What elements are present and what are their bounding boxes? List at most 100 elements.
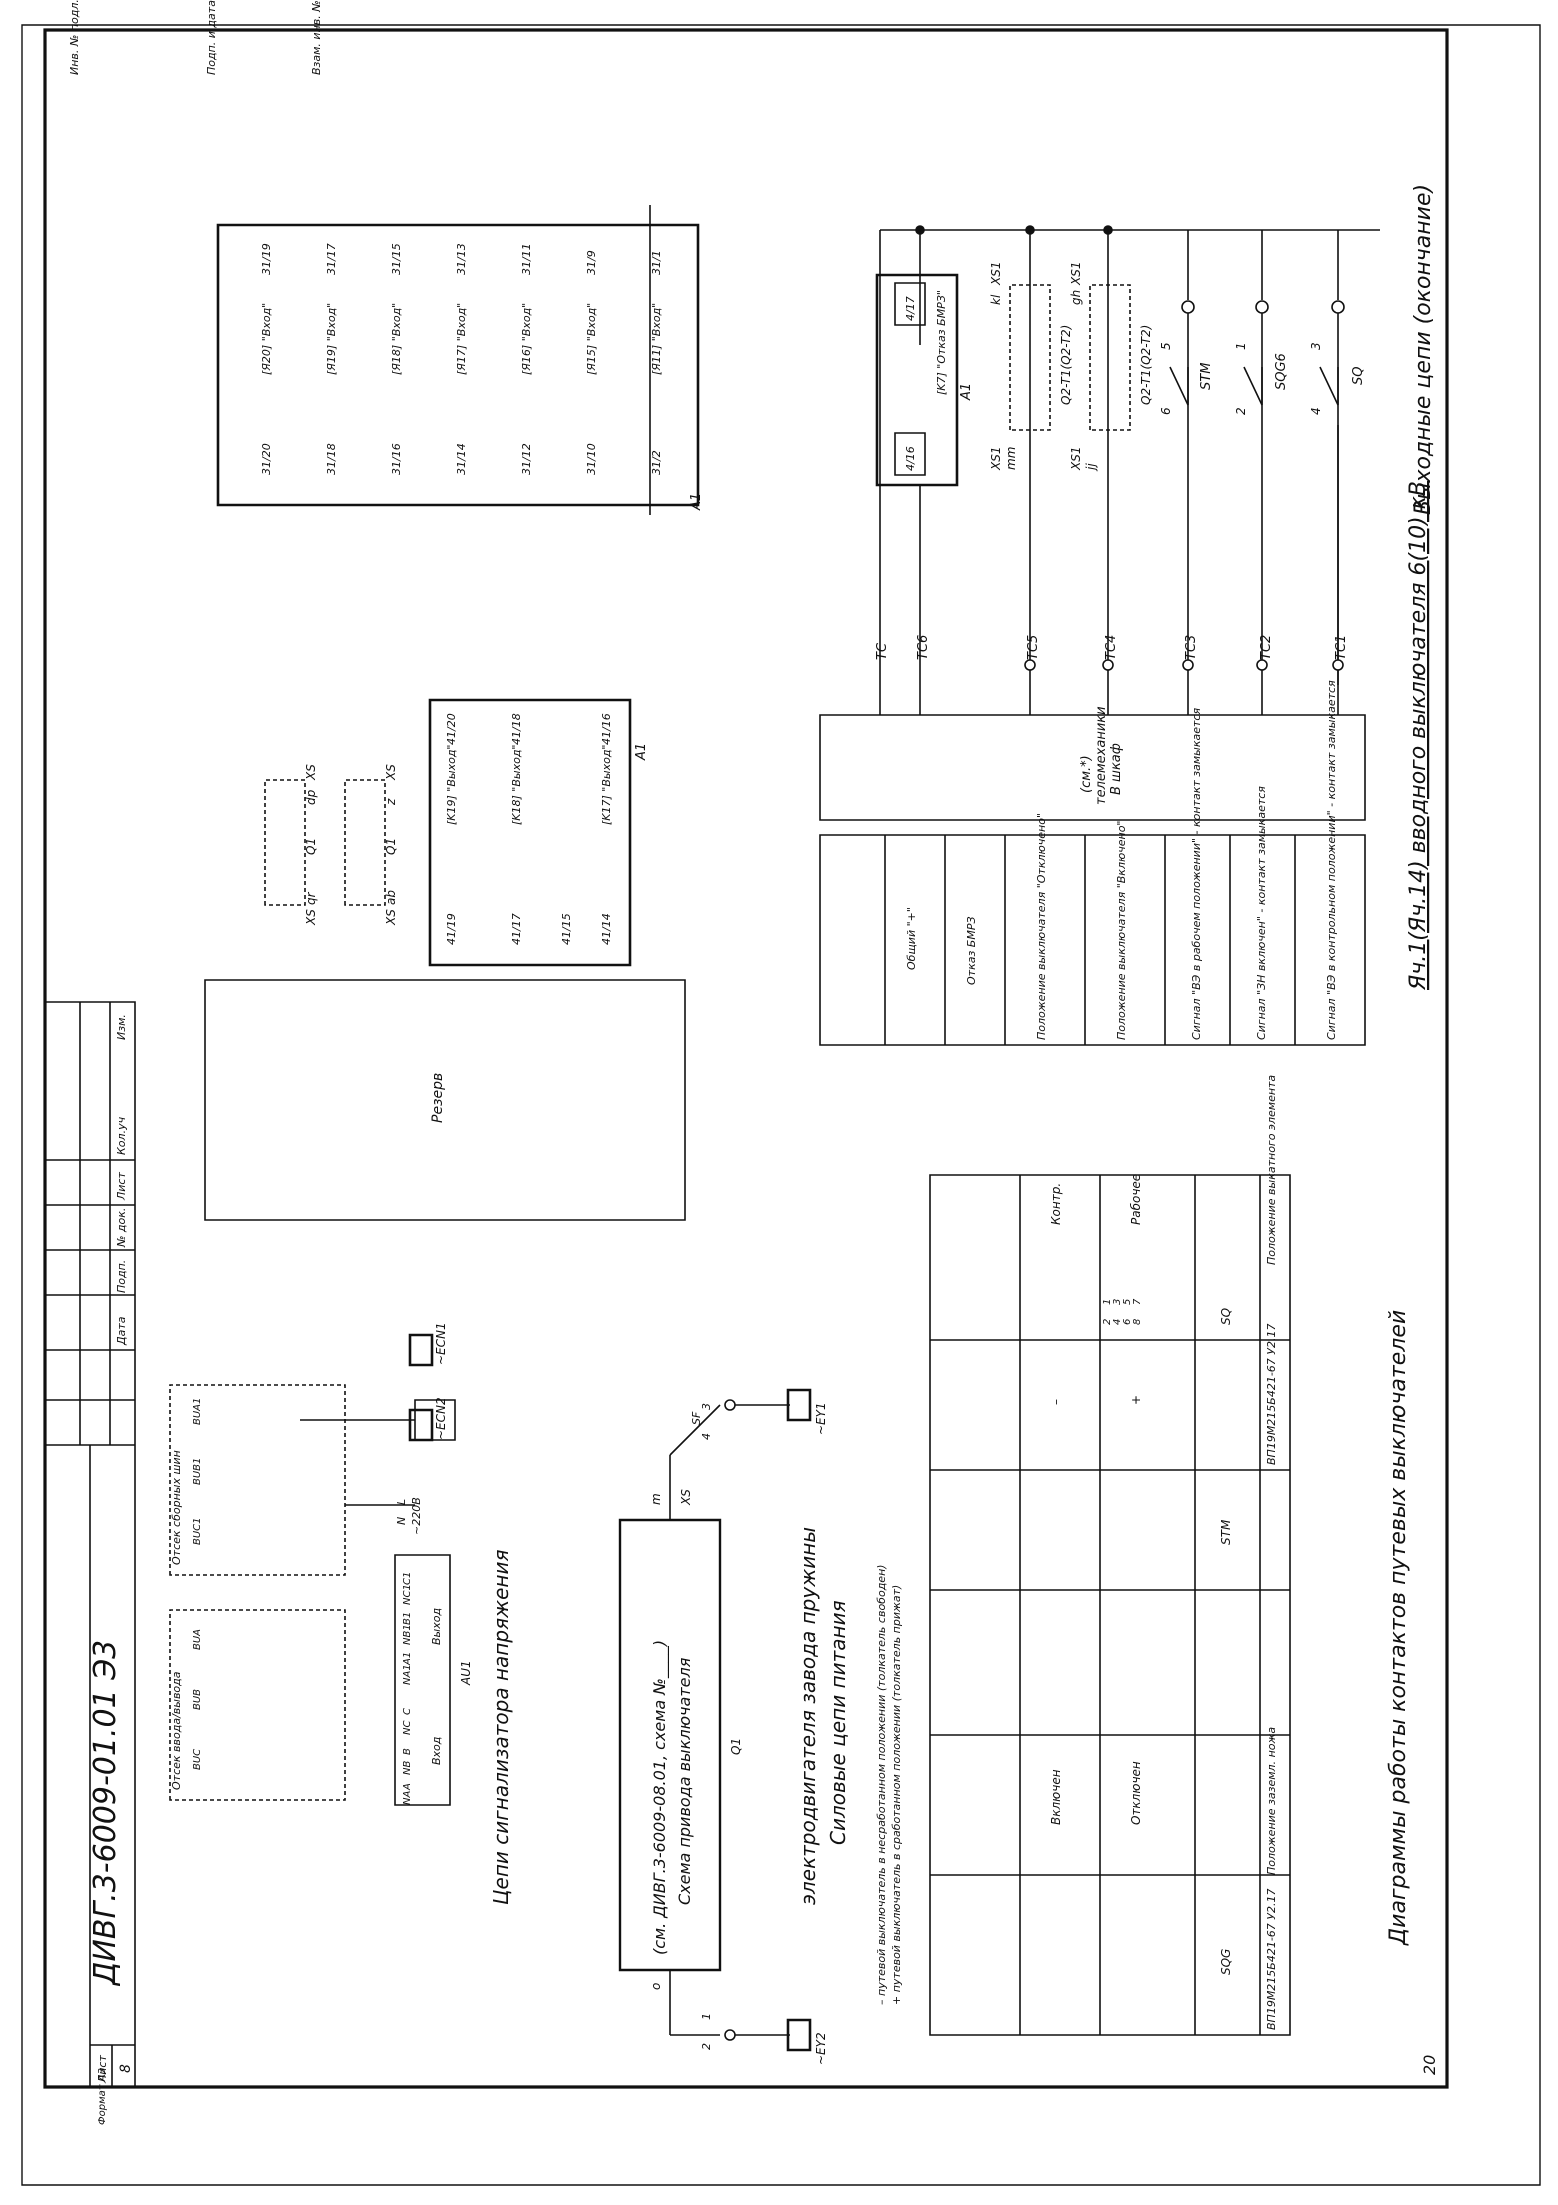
sig-in-pin-4: A	[402, 1783, 413, 1791]
diag-switch-type-1: ВП19М215Б421-67 У2.17	[1265, 1323, 1278, 1465]
sq-t1: 3	[1309, 342, 1323, 350]
bmrz-name: [K7] "Отказ БМРЗ"	[935, 290, 948, 395]
motor-sf-t4: 4	[700, 1433, 713, 1440]
rev-h-0: Изм.	[115, 1014, 128, 1040]
signal-row-4: Положение выключателя "Включено"	[1115, 821, 1128, 1041]
sig-vyhod: Выход	[430, 1608, 443, 1645]
input-name-6: [Я20] "Вход"	[260, 303, 273, 375]
q1-block-2-pin-right: qr	[304, 891, 318, 905]
motor-ey2: ~EY2	[814, 2032, 828, 2065]
input-name-5: [Я19] "Вход"	[325, 303, 338, 375]
bus-tc3: ТС3	[1184, 635, 1199, 660]
sig-in-pin-1: NC	[402, 1721, 413, 1735]
bus-tc2: ТС2	[1259, 635, 1274, 660]
input-bot-5: 31/18	[325, 443, 338, 475]
title-block	[45, 1002, 135, 2087]
input-terminals	[218, 205, 698, 515]
cell-title: Яч.1(Яч.14) вводного выключателя 6(10) к…	[1406, 481, 1431, 991]
sig-out-pin-1: NC1	[402, 1584, 413, 1605]
diag-row-ctrl: Контр.	[1049, 1183, 1063, 1225]
telemech-line2: телемеханики	[1094, 706, 1109, 805]
diag-digit-7: 7	[1132, 1298, 1143, 1305]
xs-block-1-pin-bot: jj	[1084, 463, 1098, 472]
input-bot-6: 31/20	[260, 443, 273, 475]
out-relay-bot1-0: 41/14	[600, 913, 613, 945]
rev-h-2: Лист	[115, 1172, 128, 1201]
sig-input-item-2: BUC	[192, 1749, 203, 1770]
stamp-inv-no: Инв. № подл.	[68, 0, 81, 75]
sig-ecn1: ~ECN1	[434, 1322, 448, 1365]
sig-au: AU1	[459, 1660, 473, 1686]
sig-in-pin-5: NA	[402, 1791, 413, 1805]
rev-h-1: Кол.уч	[115, 1116, 128, 1155]
motor-sf: SF	[690, 1411, 703, 1425]
diag-row-work: Рабочее	[1129, 1174, 1143, 1225]
sig-in-pin-0: C	[402, 1708, 413, 1715]
sig-bus-item-2: BUC1	[192, 1517, 203, 1545]
designation: ДИВГ.3-6009-01.01 Э3	[88, 1640, 123, 1987]
sheet-number: 8	[118, 2064, 134, 2073]
out-relay-a1: A1	[634, 743, 649, 761]
input-name-2: [Я16] "Вход"	[520, 303, 533, 375]
xs-block-2-pin-top: kl	[989, 294, 1003, 305]
bus-tc1: ТС1	[1334, 635, 1349, 660]
diag-digit-3: 3	[1112, 1299, 1123, 1305]
signal-row-2: Сигнал "ЗН включен" - контакт замыкается	[1255, 786, 1268, 1040]
q1-block-1-pin-right: ab	[384, 890, 398, 905]
input-top-6: 31/19	[260, 243, 273, 275]
input-top-5: 31/17	[325, 243, 338, 275]
signal-row-1: Сигнал "ВЭ в контрольном положении" - ко…	[1325, 680, 1338, 1040]
input-top-0: 31/1	[650, 250, 663, 275]
input-name-0: [Я11] "Вход"	[650, 303, 663, 375]
input-bot-4: 31/16	[390, 443, 403, 475]
signalizer-circuit	[170, 1335, 455, 1805]
motor-circuit	[620, 1390, 810, 2050]
output-circuits	[820, 226, 1380, 1045]
signalizer-title: Цепи сигнализатора напряжения	[489, 1549, 513, 1905]
xs-block-1-id: Q2-T1(Q2-T2)	[1139, 325, 1153, 405]
sheet-number-right: 20	[1420, 2055, 1439, 2075]
diag-digit-4: 4	[1112, 1319, 1123, 1325]
diag-digit-5: 5	[1122, 1299, 1133, 1305]
telemech-line1: В шкаф	[1109, 743, 1124, 795]
rev-h-4: Подп.	[115, 1260, 128, 1293]
sig-ecn2: ~ECN2	[434, 1397, 448, 1440]
sig-input-item-1: BUB	[192, 1689, 203, 1710]
q1-blocks	[265, 780, 385, 905]
out-relay-bot1-2: 41/19	[445, 913, 458, 945]
sig-out-pin-0: С1	[402, 1572, 413, 1585]
diag-sign-plus: +	[1129, 1395, 1143, 1405]
motor-sf-t3: 3	[700, 1403, 713, 1410]
power-title-2: электродвигателя завода пружины	[796, 1527, 820, 1905]
reserve-box	[205, 980, 685, 1220]
input-name-4: [Я18] "Вход"	[390, 303, 403, 375]
out-relay-top-0: 41/16	[600, 713, 613, 745]
diag-header-earth: Положение заземл. ножа	[1265, 1727, 1278, 1875]
signal-row-3: Сигнал "ВЭ в рабочем положении" - контак…	[1190, 708, 1203, 1040]
diag-note-2: – путевой выключатель в несработанном по…	[875, 1564, 888, 2005]
rev-h-5: Дата	[115, 1316, 128, 1346]
drawing-frame	[45, 30, 1447, 2087]
input-bot-1: 31/10	[585, 443, 598, 475]
diag-note-1: + путевой выключатель в сработанном поло…	[890, 1585, 903, 2005]
input-bot-2: 31/12	[520, 443, 533, 475]
motor-pin-o: o	[649, 1983, 663, 1990]
diagrams-title: Диаграммы работы контактов путевых выклю…	[1386, 1310, 1411, 1946]
diag-sign-minus: –	[1049, 1399, 1063, 1405]
sqg6-t1: 1	[1234, 342, 1248, 350]
out-relay-name-0: [K17] "Выход"	[600, 745, 613, 826]
diag-digit-1: 1	[1102, 1299, 1113, 1305]
sig-out-pin-5: NA1	[402, 1664, 413, 1685]
xs-block-2-id: Q2-T1(Q2-T2)	[1059, 325, 1073, 405]
motor-box-1: Схема привода выключателя	[675, 1657, 694, 1905]
diag-col-sqg: SQG	[1219, 1949, 1233, 1975]
input-bot-0: 31/2	[650, 450, 663, 475]
bus-tc4: ТС4	[1104, 635, 1119, 660]
sig-bus-item-0: BUA1	[192, 1398, 203, 1425]
out-relay-name-2: [K19] "Выход"	[445, 745, 458, 826]
diag-row-on: Включен	[1049, 1769, 1063, 1825]
xs-block-1-xs-bot: XS1	[1069, 447, 1083, 471]
q1-block-1-xs-left: XS	[384, 764, 398, 781]
output-circuits-title: Выходные цепи (окончание)	[1411, 184, 1436, 515]
